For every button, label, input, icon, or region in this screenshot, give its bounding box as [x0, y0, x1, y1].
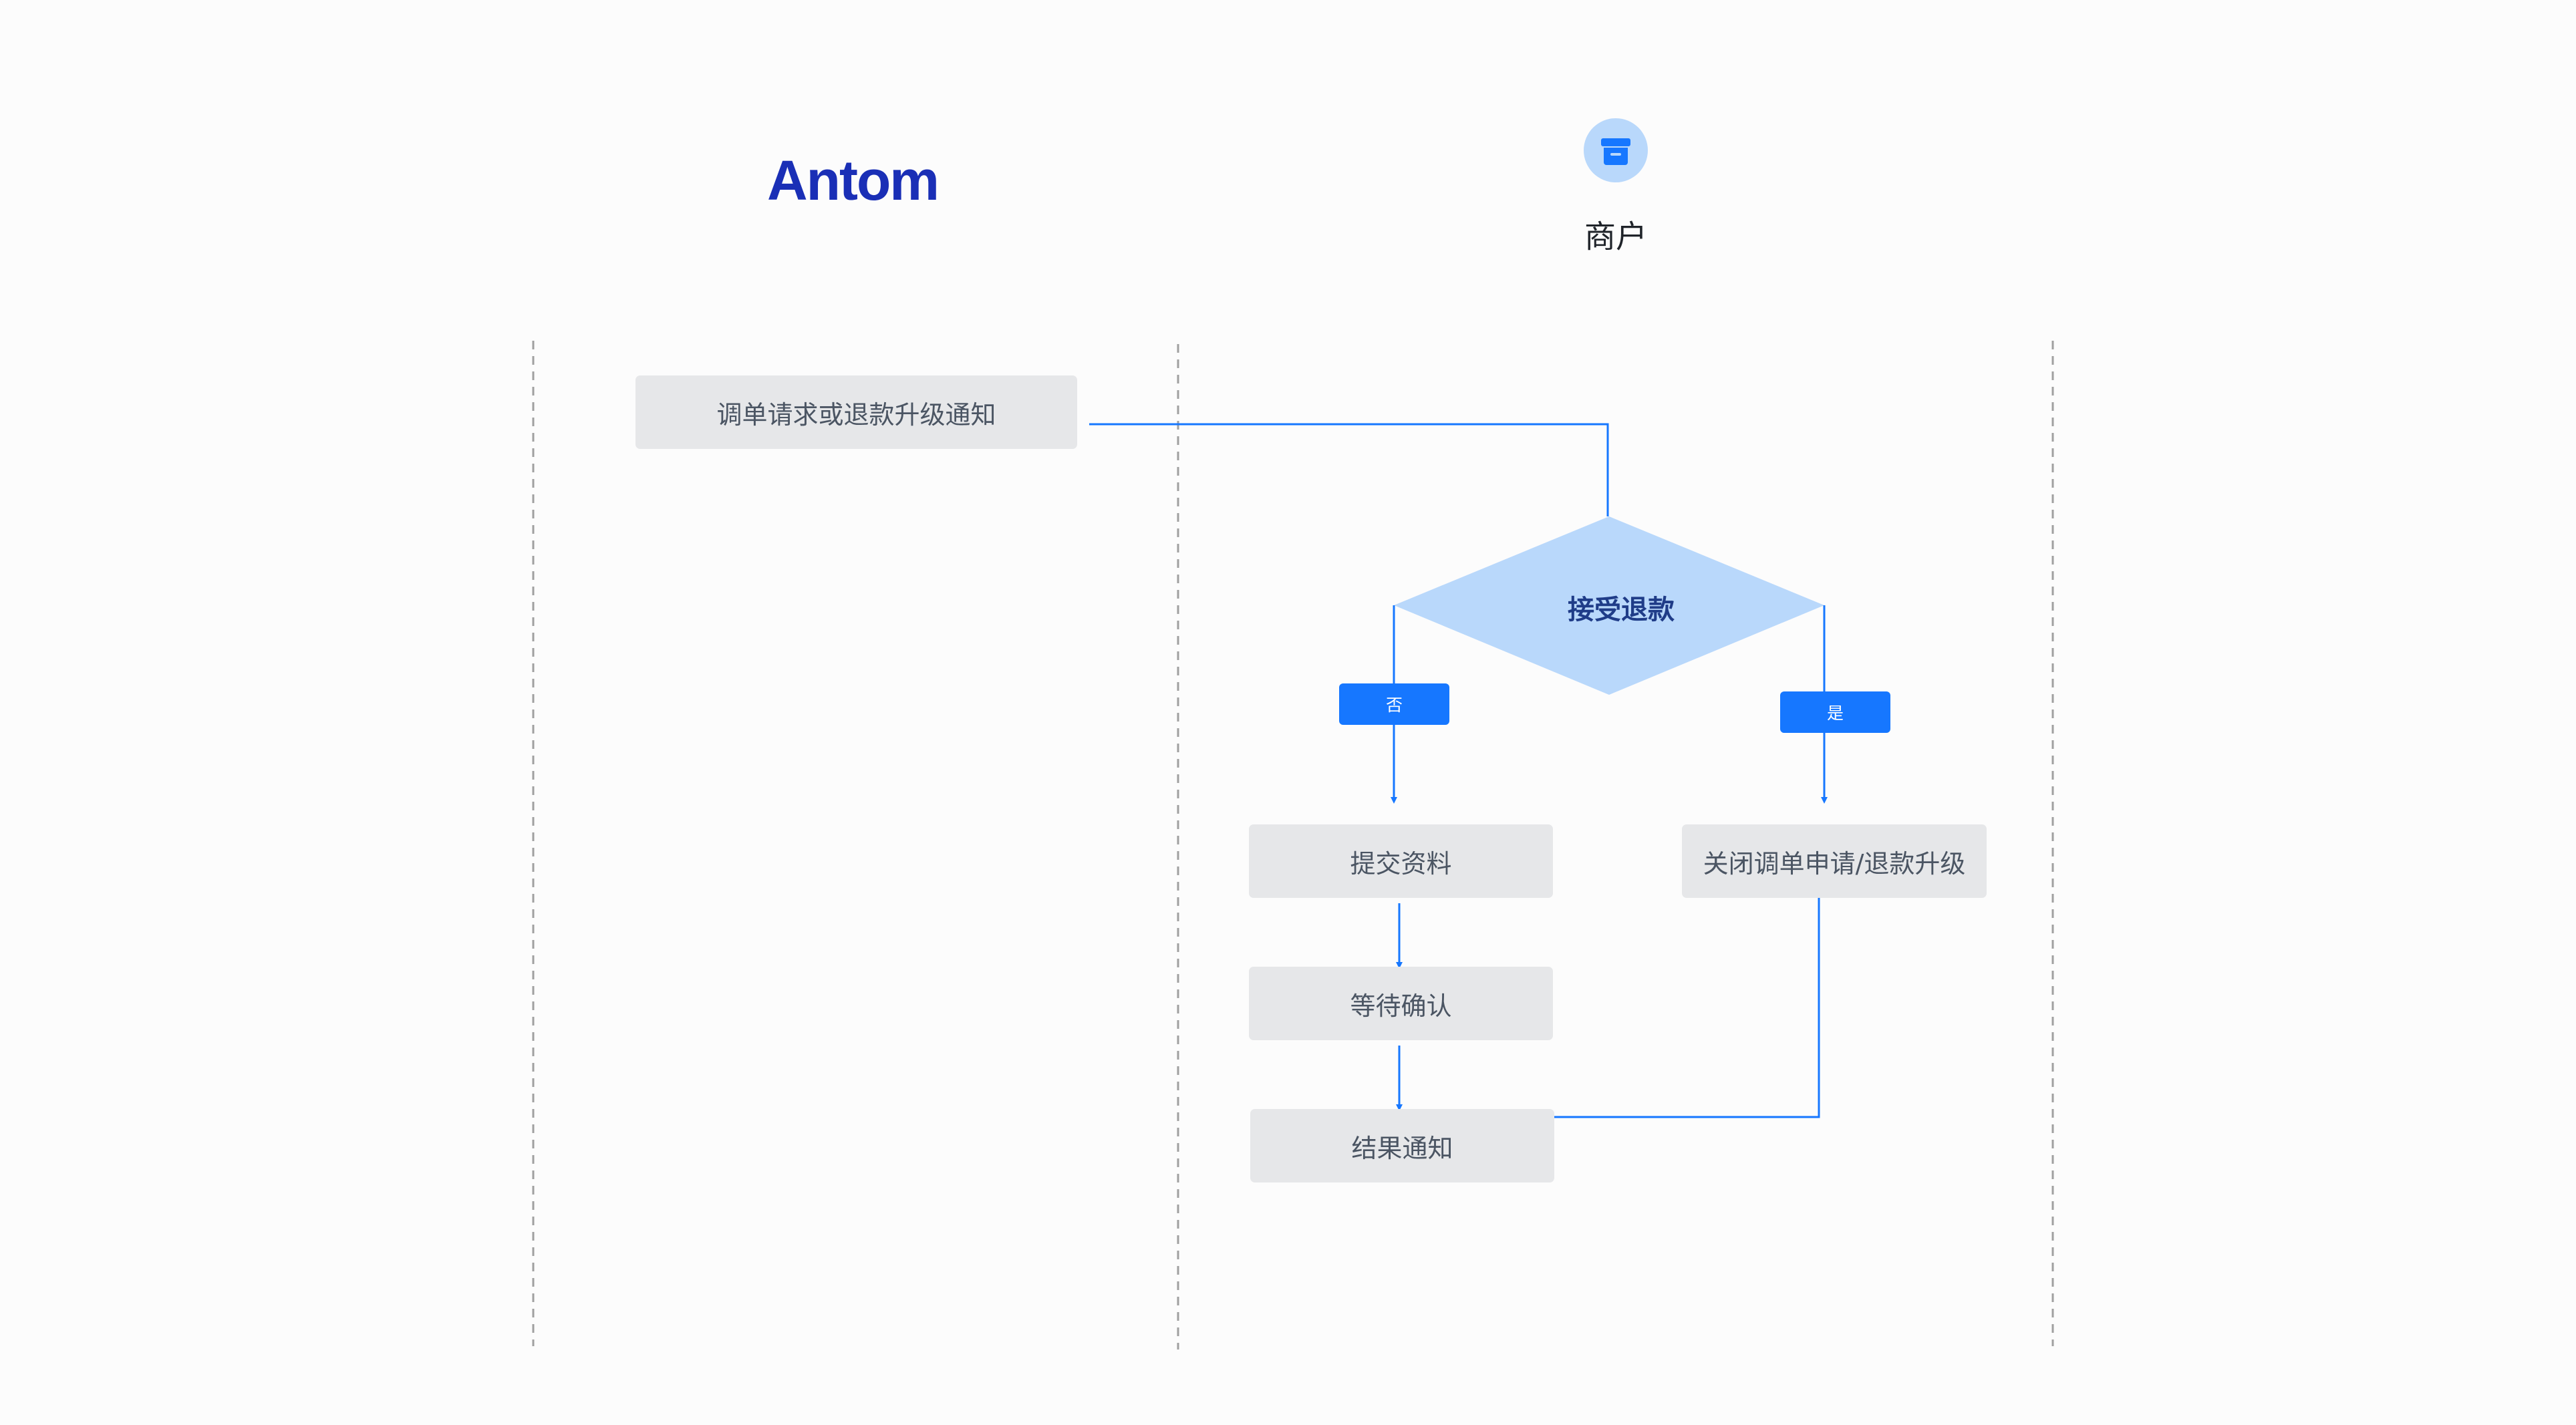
- result-notification-box: 结果通知: [1250, 1109, 1554, 1182]
- connector-result-to-close: [1554, 865, 1822, 1118]
- submit-materials-box: 提交资料: [1249, 824, 1553, 898]
- connector-notify-to-decision: [1089, 423, 1609, 516]
- antom-logo: Antom: [767, 149, 940, 212]
- decision-diamond: [1394, 516, 1824, 695]
- close-request-box: 关闭调单申请/退款升级: [1682, 824, 1987, 898]
- await-confirmation-box: 等待确认: [1249, 967, 1553, 1040]
- decision-label: 接受退款: [1568, 595, 1675, 625]
- no-badge: 否: [1339, 683, 1449, 725]
- yes-badge: 是: [1780, 691, 1890, 733]
- merchant-lane-title: 商户: [1584, 218, 1647, 256]
- notify-box: 调单请求或退款升级通知: [635, 375, 1077, 449]
- store-icon: [1601, 138, 1630, 165]
- merchant-avatar: [1584, 118, 1648, 182]
